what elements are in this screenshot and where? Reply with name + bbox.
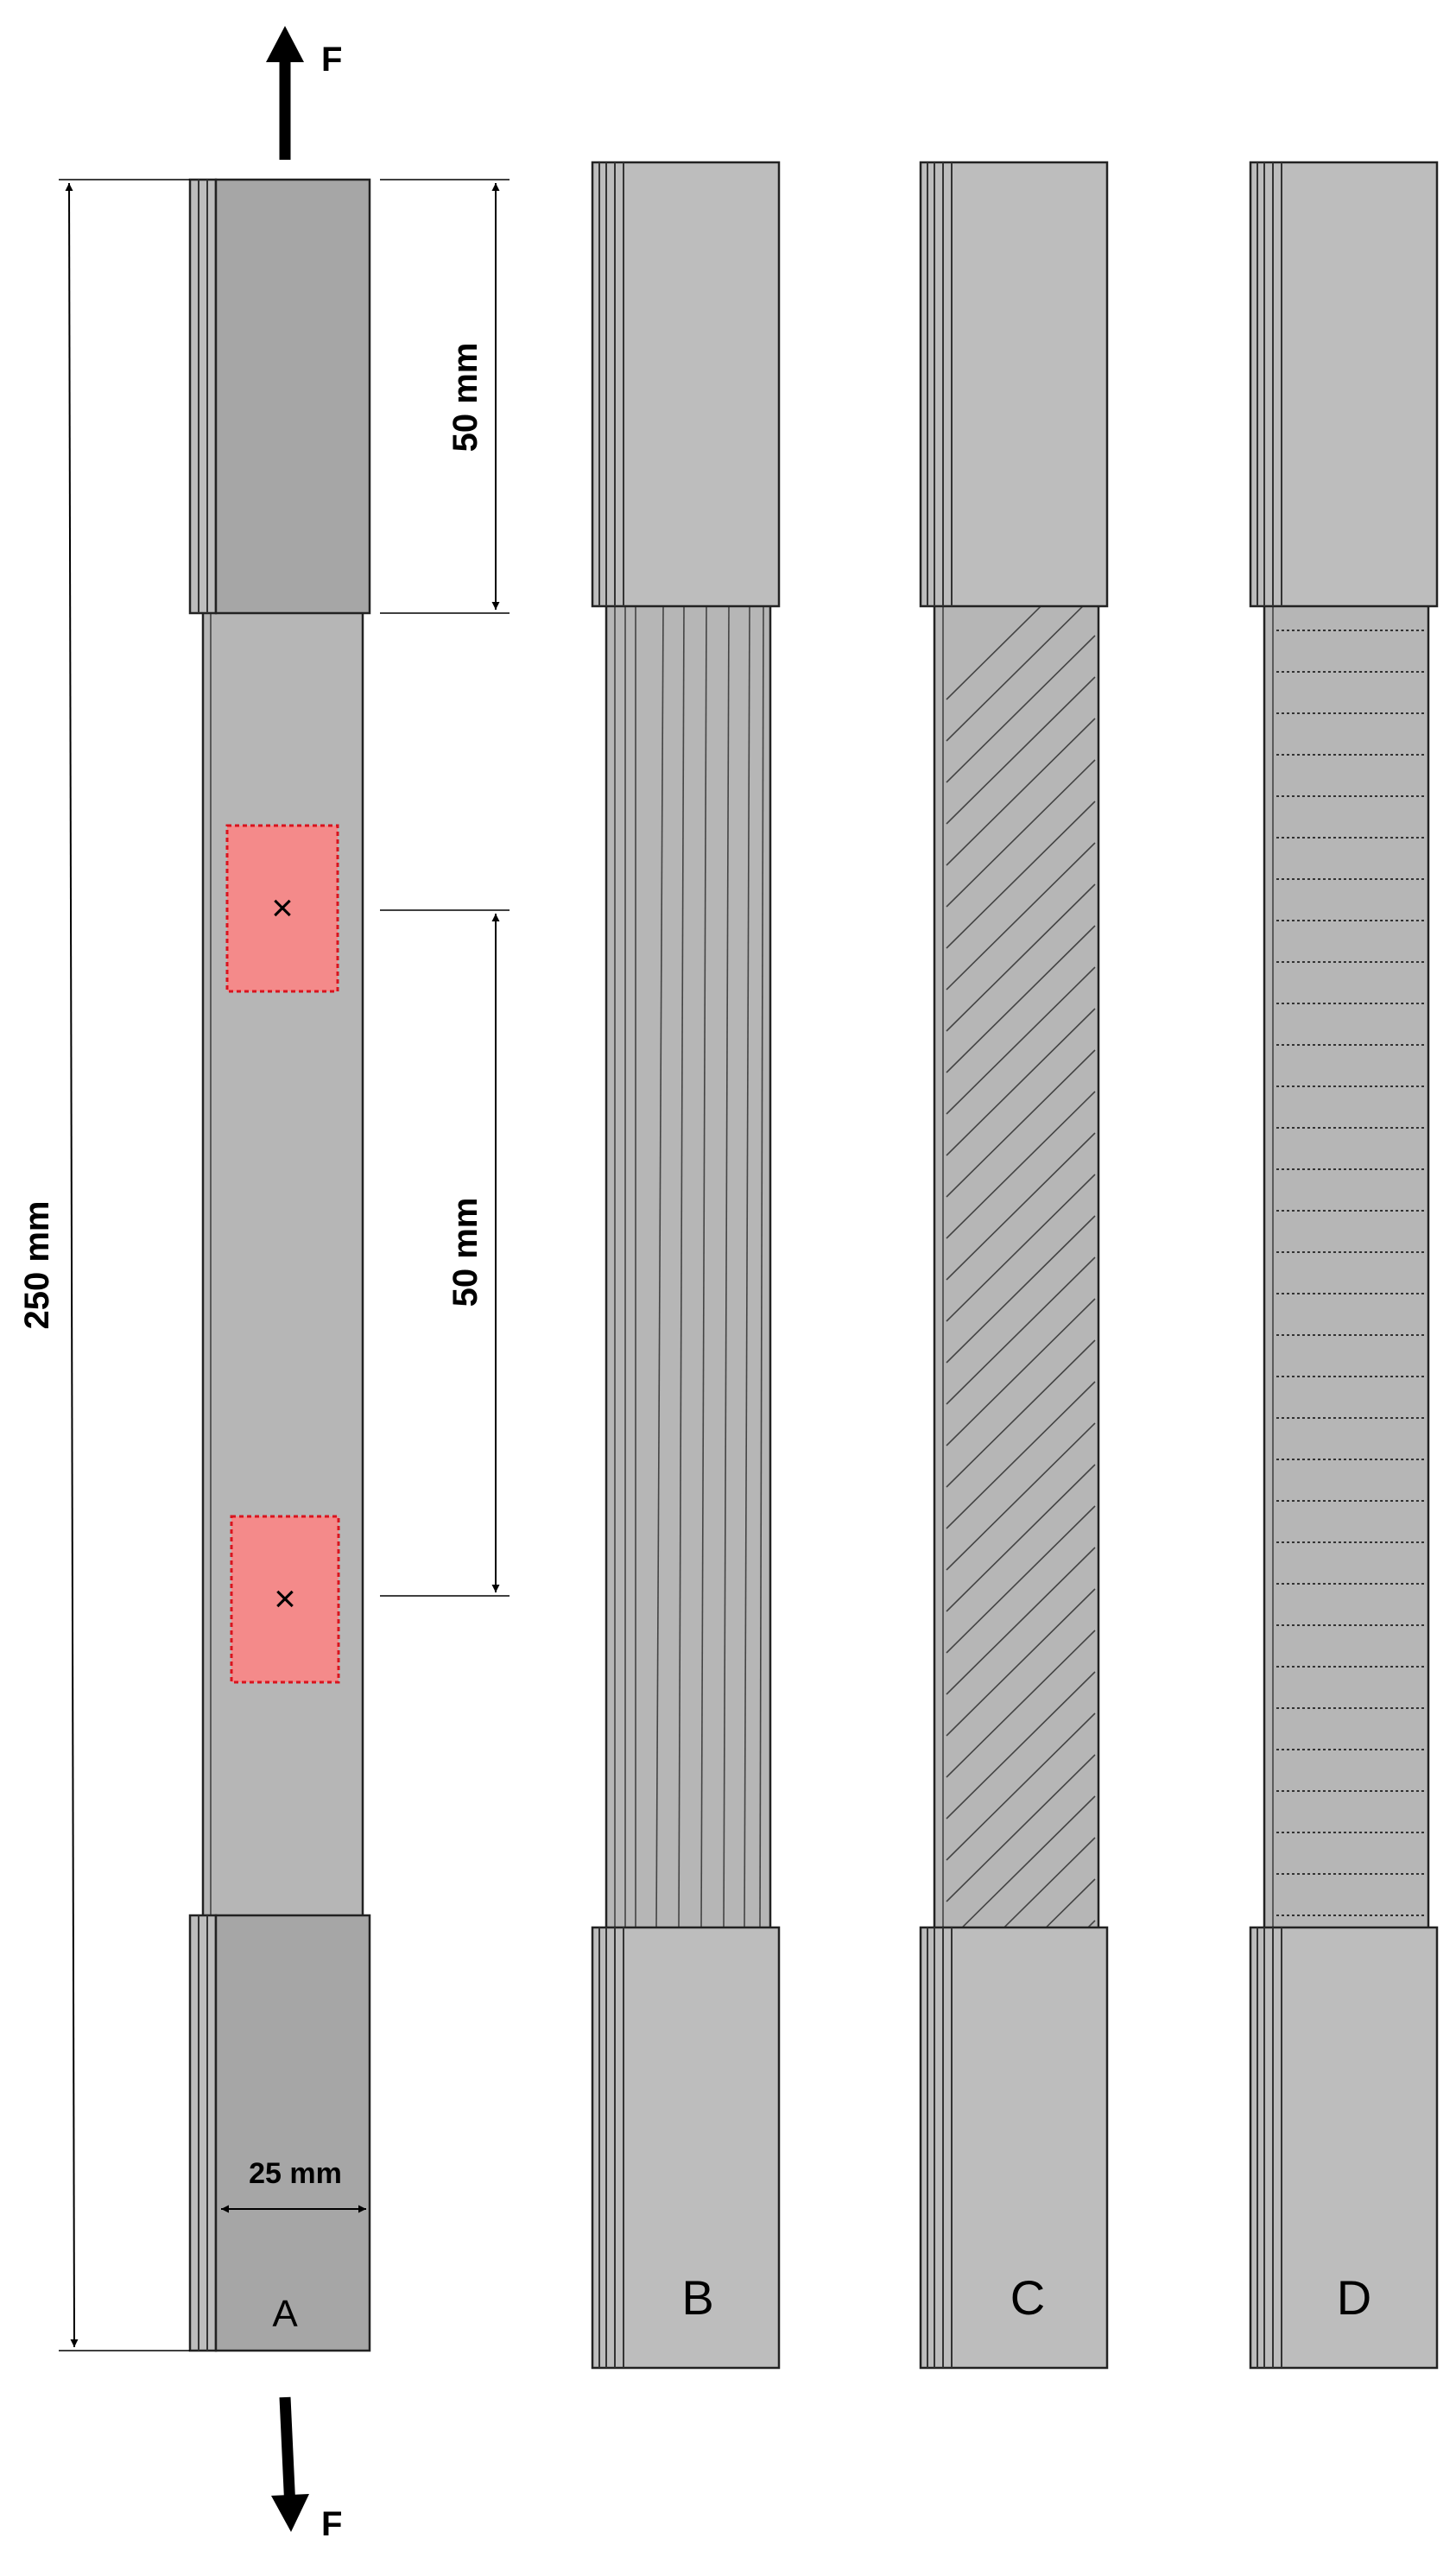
fiber-line [961,1795,1096,1927]
force-label-top: F [321,41,342,79]
specimen-d: D [1249,161,1439,2370]
fiber-line [946,759,1096,908]
fiber-line [946,1174,1096,1322]
specimen-c-bottom-tab [919,1926,1109,2370]
fiber-line [946,1132,1096,1281]
force-arrow-top: F [266,26,342,160]
fiber-line [946,1671,1096,1820]
specimen-a-bottom-tab [188,1914,371,2352]
fiber-line [946,883,1096,1032]
fiber-line [946,606,1084,742]
fiber-line [946,1547,1096,1695]
specimen-b-fibers [614,604,764,1930]
strain-marker-top: × [271,887,294,929]
specimen-b-gauge [605,603,772,1931]
fiber-line [946,1256,1096,1405]
dim-gauge-distance: 50 mm [380,909,510,1597]
fiber-line [946,1298,1096,1446]
specimen-d-top-tab [1249,161,1439,608]
dim-tab-length-label: 50 mm [446,343,484,453]
fiber-line [946,801,1096,949]
dim-tab-length: 50 mm [380,179,510,614]
fiber-line [946,676,1096,825]
fiber-line [946,1422,1096,1571]
fiber-line [946,966,1096,1115]
force-label-bottom: F [321,2505,342,2543]
fiber-line [946,1381,1096,1529]
fiber-line [946,606,1042,700]
specimen-a-label: A [272,2293,298,2335]
specimen-c-top-tab [919,161,1109,608]
specimen-c-fibers [946,606,1096,1927]
specimen-b: B [591,161,781,2370]
specimen-b-top-tab [591,161,781,608]
specimen-d-bottom-tab [1249,1926,1439,2370]
specimen-d-label: D [1337,2270,1371,2325]
strain-gauge-top: × [225,824,339,993]
fiber-line [946,842,1096,991]
dim-width-label: 25 mm [249,2157,342,2190]
specimen-c-label: C [1010,2270,1045,2325]
specimen-d-gauge [1263,603,1430,1931]
specimen-a: × × A [188,178,371,2352]
specimen-a-top-tab [188,178,371,615]
fiber-line [946,635,1096,783]
fiber-line [946,925,1096,1073]
fiber-line [946,1091,1096,1239]
fiber-line [946,1754,1096,1902]
fiber-line [946,1008,1096,1156]
fiber-line [946,1630,1096,1778]
specimen-d-fibers [1276,630,1425,1916]
specimen-a-gauge [201,603,364,1922]
strain-gauge-bottom: × [230,1515,340,1684]
fiber-line [946,1215,1096,1364]
fiber-line [946,1505,1096,1654]
fiber-line [946,1712,1096,1861]
fiber-line [946,1049,1096,1198]
specimen-b-bottom-tab [591,1926,781,2370]
dim-gauge-distance-label: 50 mm [446,1198,484,1307]
fiber-line [946,1588,1096,1737]
fiber-line [946,718,1096,866]
specimen-c: C [919,161,1109,2370]
specimen-b-label: B [681,2270,713,2325]
force-arrow-bottom: F [271,2396,342,2543]
strain-marker-bottom: × [274,1578,296,1620]
dim-total-length: 250 mm [18,179,190,2351]
dim-total-length-label: 250 mm [18,1201,56,1330]
dim-width: 25 mm [221,2157,366,2213]
fiber-line [1045,1878,1096,1927]
fiber-line [1003,1837,1096,1927]
fiber-line [946,1464,1096,1612]
fiber-line [946,1339,1096,1488]
